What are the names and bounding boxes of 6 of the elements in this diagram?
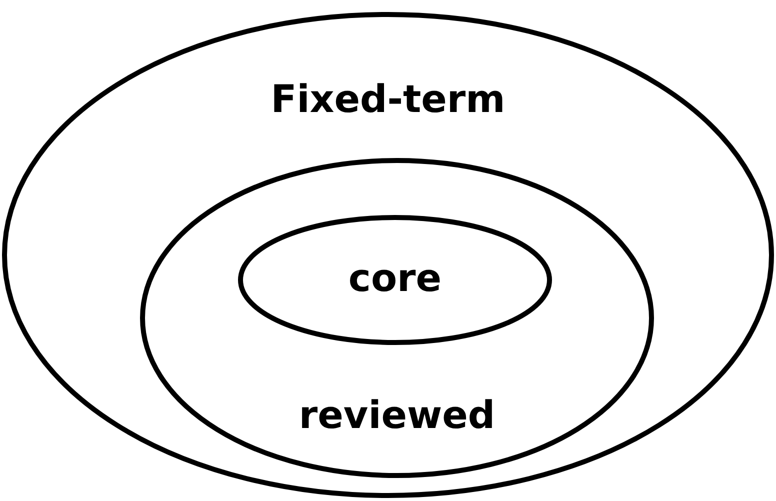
region-label: Fixed-term [270, 76, 506, 122]
ellipse-region [140, 158, 654, 478]
ellipse-region [238, 215, 552, 345]
ellipse-region [2, 12, 774, 498]
region-label: reviewed [298, 392, 496, 438]
region-label: core [348, 255, 442, 301]
